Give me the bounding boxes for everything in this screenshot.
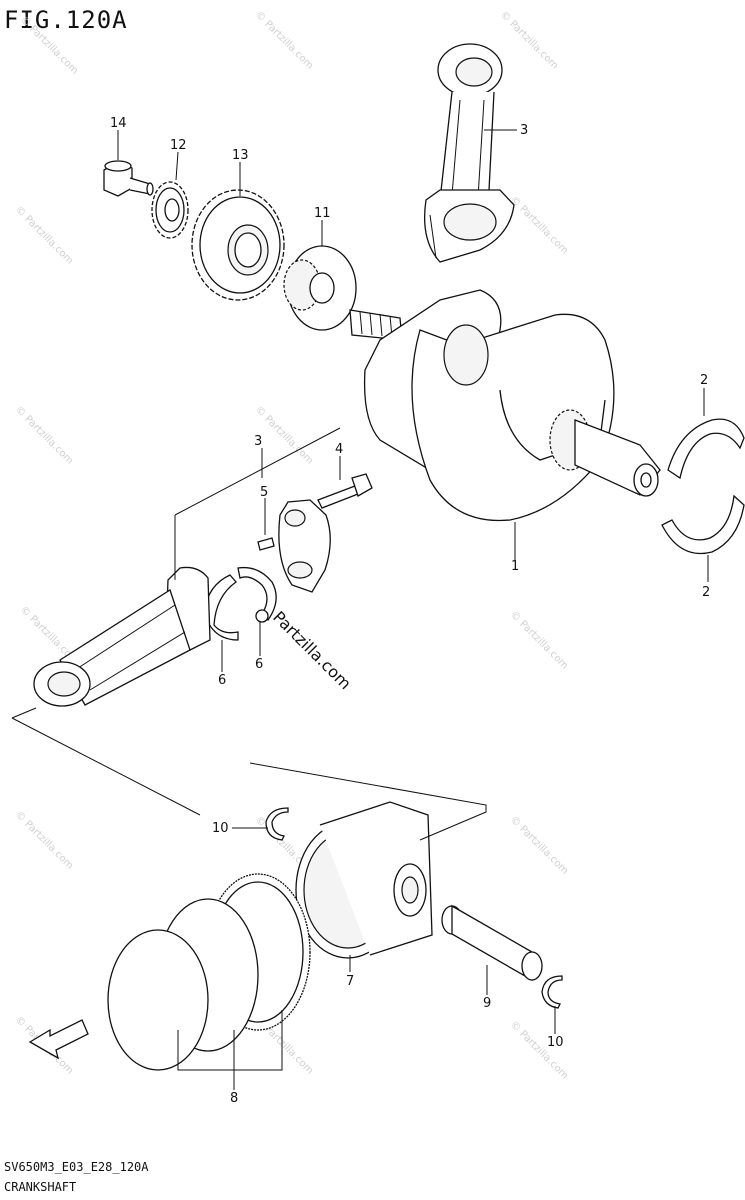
part-6-bearing-right [237,566,277,623]
figure-caption: CRANKSHAFT [4,1180,77,1194]
watermark: © Partzilla.com [13,204,75,266]
callout-13: 13 [232,148,249,163]
part-2-bearing-lower [661,494,745,555]
watermark: © Partzilla.com [508,194,570,256]
callout-12: 12 [170,138,187,153]
callout-3-lower: 3 [254,434,262,449]
leader-lines [11,129,709,1090]
callout-10-upper: 10 [212,821,229,836]
callout-14: 14 [110,116,127,131]
part-13-gear [191,189,285,301]
part-4-bolt [317,473,373,509]
part-1-crankshaft [349,289,661,522]
watermark: © Partzilla.com [508,609,570,671]
part-2-bearing-upper [667,418,745,480]
callout-1: 1 [511,559,519,574]
watermark: © Partzilla.com [13,404,75,466]
callout-2-lower: 2 [702,585,710,600]
part-14-bolt [103,160,154,197]
watermark: © Partzilla.com [13,809,75,871]
callout-7: 7 [346,974,354,989]
figure-code: SV650M3_E03_E28_120A [4,1160,149,1174]
brand-watermark: Partzilla.com [269,607,355,693]
watermark: © Partzilla.com [18,14,80,76]
part-12-sprocket [151,181,189,239]
callouts: 14 12 13 11 3 2 2 1 3 4 5 6 6 10 7 9 10 … [110,116,710,1106]
part-10-circlip-lower [541,975,563,1009]
watermark: © Partzilla.com [253,9,315,71]
part-3-connecting-rod-lower [33,566,211,707]
part-9-piston-pin [441,904,543,982]
callout-6-left: 6 [218,673,226,688]
watermark: © Partzilla.com [498,9,560,71]
callout-3-top: 3 [520,123,528,138]
part-7-piston [295,801,433,959]
part-3-connecting-rod-top [423,43,515,263]
watermark: © Partzilla.com [508,814,570,876]
part-5-pin [257,537,275,551]
part-6-bearing-left [203,574,239,641]
callout-4: 4 [335,442,343,457]
callout-5: 5 [260,485,268,500]
part-3-rod-cap [278,499,331,593]
callout-11: 11 [314,206,331,221]
callout-6-right: 6 [255,657,263,672]
callout-9: 9 [483,996,491,1011]
callout-10-lower: 10 [547,1035,564,1050]
part-10-circlip-upper [265,807,289,841]
callout-2-upper: 2 [700,373,708,388]
watermark: © Partzilla.com [508,1019,570,1081]
part-8-piston-rings [107,873,311,1071]
figure-title: FIG.120A [4,6,128,34]
callout-8: 8 [230,1091,238,1106]
part-11-plate [283,245,357,331]
